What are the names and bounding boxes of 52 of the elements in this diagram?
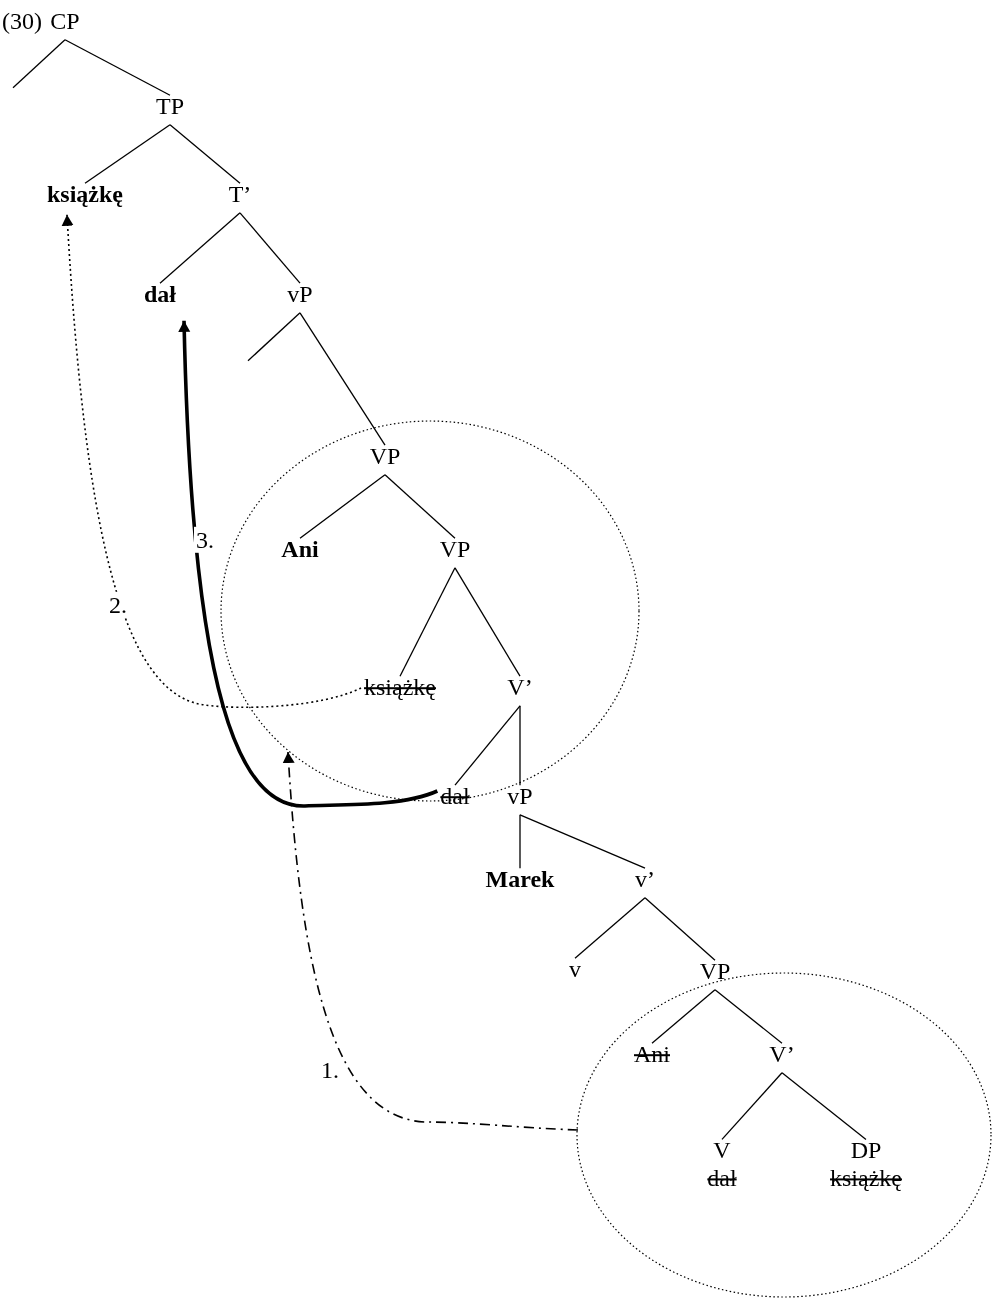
node-label: książkę: [364, 674, 436, 702]
edge-label: 3.: [194, 526, 216, 554]
branch-line: [519, 814, 646, 869]
branch-line: [574, 897, 646, 959]
branch-line: [384, 474, 456, 539]
branch-line: [12, 39, 66, 89]
movement-arrow: [61, 214, 362, 709]
branch-line: [239, 212, 301, 284]
node-label: VP: [439, 536, 471, 564]
node-label: v: [569, 956, 581, 984]
node-label: TP: [156, 93, 184, 121]
branch-line: [721, 1072, 783, 1141]
node-label: V’: [507, 674, 533, 702]
branch-line: [519, 705, 521, 786]
branch-line: [64, 39, 171, 96]
branch-line: [247, 312, 301, 362]
branch-line: [399, 567, 456, 677]
node-label: VP: [699, 958, 731, 986]
branch-line: [169, 124, 241, 184]
word-label: dał: [707, 1165, 737, 1193]
branch-line: [159, 212, 241, 284]
branch-line: [519, 814, 521, 869]
node-label: V: [712, 1137, 732, 1165]
dotted-ellipse: [220, 420, 640, 802]
branch-line: [651, 989, 716, 1044]
node-label: VP: [369, 443, 401, 471]
node-label: vP: [507, 783, 533, 811]
word-label: książkę: [830, 1165, 902, 1193]
branch-line: [454, 705, 521, 786]
edge-label: 2.: [107, 591, 129, 619]
branch-line: [781, 1072, 867, 1141]
movement-arrow: [178, 320, 438, 808]
branch-line: [714, 989, 783, 1044]
node-label: T’: [228, 181, 252, 209]
node-label: dał: [440, 783, 470, 811]
branch-line: [454, 567, 521, 677]
node-label: Ani: [634, 1041, 670, 1069]
node-label: książkę: [47, 181, 123, 209]
node-label: vP: [287, 281, 313, 309]
node-label: Marek: [485, 866, 555, 894]
branch-line: [299, 312, 386, 446]
example-number: (30): [2, 8, 42, 36]
node-label: CP: [50, 8, 80, 36]
branch-line: [644, 897, 716, 961]
node-label: DP: [849, 1137, 883, 1165]
branch-line: [84, 124, 171, 184]
node-label: Ani: [281, 536, 319, 564]
movement-arrow: [282, 751, 579, 1131]
node-label: V’: [769, 1041, 795, 1069]
node-label: v’: [635, 866, 655, 894]
node-label: dał: [144, 281, 176, 309]
branch-line: [299, 474, 386, 539]
